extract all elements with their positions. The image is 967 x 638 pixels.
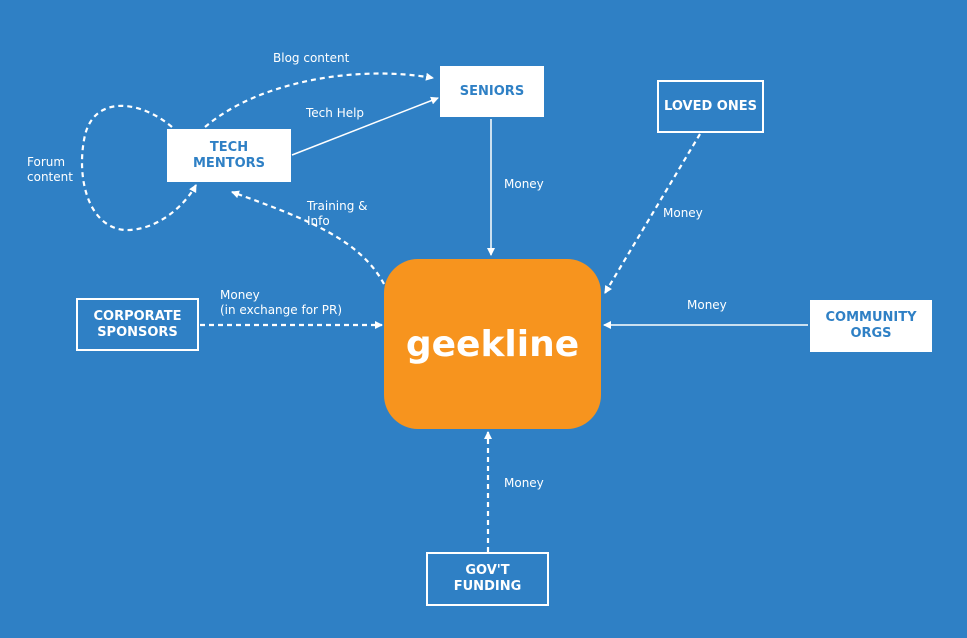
node-corporate-sponsors: CORPORATE SPONSORS xyxy=(76,298,199,351)
node-seniors: SENIORS xyxy=(440,66,544,117)
edge-tech-help xyxy=(291,96,439,156)
edge-blog-content xyxy=(204,72,434,128)
node-loved-ones-label: LOVED ONES xyxy=(664,98,757,114)
node-loved-ones: LOVED ONES xyxy=(657,80,764,133)
node-govt-label-1: GOV'T xyxy=(465,563,510,578)
node-govt-label-2: FUNDING xyxy=(453,579,522,594)
edge-forum-content xyxy=(80,104,197,232)
label-money-seniors: Money xyxy=(504,177,544,191)
label-forum-content-2: content xyxy=(27,170,73,184)
node-tech-mentors: TECH MENTORS xyxy=(167,129,291,182)
node-geekline: geekline xyxy=(384,259,601,429)
edge-training-info xyxy=(231,190,385,285)
node-corporate-label-2: SPONSORS xyxy=(97,324,178,340)
node-govt-funding: GOV'T FUNDING xyxy=(426,552,549,606)
label-money-corporate-1: Money xyxy=(220,288,260,302)
node-tech-mentors-label-1: TECH xyxy=(209,139,249,155)
node-community-label-1: COMMUNITY xyxy=(825,310,917,325)
label-forum-content-1: Forum xyxy=(27,155,66,169)
node-tech-mentors-label-2: MENTORS xyxy=(193,155,265,171)
label-money-govt: Money xyxy=(504,476,544,490)
label-money-corporate-2: (in exchange for PR) xyxy=(220,303,343,317)
node-community-orgs: COMMUNITY ORGS xyxy=(810,300,932,352)
node-community-label-2: ORGS xyxy=(850,326,892,341)
label-blog-content: Blog content xyxy=(273,51,350,65)
label-money-community: Money xyxy=(687,298,727,312)
label-training-1: Training & xyxy=(307,199,368,213)
node-corporate-label-1: CORPORATE xyxy=(93,308,182,324)
label-training-2: Info xyxy=(307,214,330,228)
node-seniors-label: SENIORS xyxy=(459,83,525,99)
edge-money-loved-ones xyxy=(604,133,701,294)
label-money-loved-ones: Money xyxy=(663,206,703,220)
label-tech-help: Tech Help xyxy=(306,106,365,120)
geekline-logo-text: geekline xyxy=(405,323,580,365)
